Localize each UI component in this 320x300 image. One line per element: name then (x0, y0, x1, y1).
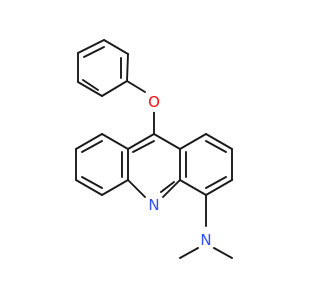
phenyl-ring (77, 39, 129, 97)
molecule-structure: O N N (75, 39, 233, 259)
oxygen-label: O (148, 93, 160, 111)
ring-nitrogen-atom: N (144, 195, 164, 215)
amine-nitrogen-label: N (200, 231, 211, 249)
acridine-left-ring (75, 133, 129, 196)
dimethylamino-group (179, 194, 233, 259)
acridine-right-ring (179, 133, 233, 196)
ring-nitrogen-label: N (148, 196, 159, 214)
oxygen-atom: O (144, 92, 164, 112)
amine-nitrogen-atom: N (196, 230, 216, 250)
ether-bonds (126, 80, 155, 135)
acridine-central-ring (127, 133, 181, 198)
